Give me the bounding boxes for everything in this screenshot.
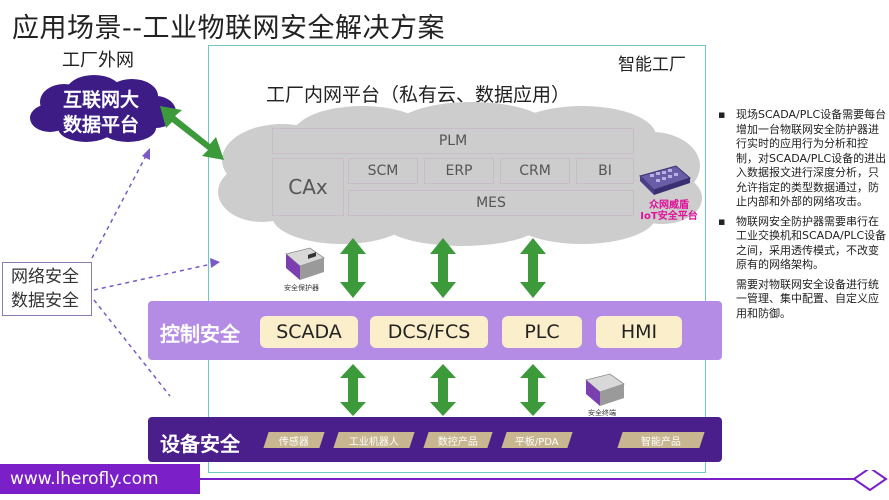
device-chip-tablet: 平板/PDA [501,432,573,448]
note-item: 需要对物联网安全设备进行统一管理、集中配置、自定义应用和防御。 [716,278,888,322]
plc-box: PLC [502,316,582,348]
internet-cloud-shape [30,75,176,142]
bi-box: BI [576,158,634,184]
security-terminal-device-icon [585,373,625,406]
up-down-arrow-icon [430,364,456,416]
up-down-arrow-icon [520,238,546,298]
device-chip-smart-product-label: 智能产品 [641,436,681,448]
control-security-label: 控制安全 [160,322,240,346]
scada-box: SCADA [260,316,358,348]
internet-cloud-label: 互联网大 数据平台 [48,88,154,138]
device-chip-sensor: 传感器 [263,432,325,448]
device-chip-cnc: 数控产品 [423,432,493,448]
bullet-icon: ▪ [718,214,726,228]
up-down-arrow-icon [520,364,546,416]
smart-factory-frame [208,45,706,473]
crm-box: CRM [500,158,570,184]
intranet-platform-label: 工厂内网平台（私有云、数据应用） [266,84,571,106]
bullet-icon: ▪ [718,108,726,121]
dcs-fcs-box: DCS/FCS [370,316,488,348]
diamond-icon [852,470,888,492]
note-text: 物联网安全防护器需要串行在工业交换机和SCADA/PLC设备之间，采用透传模式，… [736,214,887,272]
data-security-label: 数据安全 [11,291,79,311]
device-chip-sensor-label: 传感器 [279,436,309,448]
smart-factory-label: 智能工厂 [618,55,686,75]
iot-platform-device-icon [639,165,691,195]
diagonal-double-arrow-icon [160,106,224,160]
erp-box: ERP [424,158,494,184]
note-text: 现场SCADA/PLC设备需要每台增加一台物联网安全防护器进行实时的应用行为分析… [736,108,887,208]
mes-box: MES [348,190,634,216]
device-security-label: 设备安全 [160,432,240,456]
up-down-arrow-icon [340,238,366,298]
internet-cloud-line1: 互联网大 [62,89,139,111]
note-text: 需要对物联网安全设备进行统一管理、集中配置、自定义应用和防御。 [736,277,879,320]
note-item: ▪ 现场SCADA/PLC设备需要每台增加一台物联网安全防护器进行实时的应用行为… [716,108,888,210]
bottom-divider-line [200,470,888,492]
website-banner[interactable]: www.lherofly.com [0,464,200,494]
network-security-label: 网络安全 [11,267,79,287]
device-chip-robot: 工业机器人 [333,432,415,448]
plm-box: PLM [272,128,634,154]
security-terminal-caption: 安全终端 [588,409,616,417]
device-chip-cnc-label: 数控产品 [438,436,478,448]
device-chip-robot-label: 工业机器人 [349,436,399,448]
device-chip-tablet-label: 平板/PDA [515,436,559,448]
internet-cloud-line2: 数据平台 [62,114,139,136]
security-protector-caption: 安全保护器 [284,284,319,292]
iot-platform-label: 众网威盾 IoT安全平台 [632,200,706,222]
external-network-label: 工厂外网 [62,50,134,71]
iot-platform-line1: 众网威盾 [649,200,689,211]
device-chip-smart-product: 智能产品 [617,432,705,448]
network-data-security-box: 网络安全 数据安全 [2,262,92,316]
page-title: 应用场景--工业物联网安全解决方案 [12,13,445,44]
security-protector-device-icon [285,247,325,280]
up-down-arrow-icon [430,238,456,298]
hmi-box: HMI [596,316,682,348]
scm-box: SCM [348,158,418,184]
notes-panel: ▪ 现场SCADA/PLC设备需要每台增加一台物联网安全防护器进行实时的应用行为… [716,108,888,326]
note-item: ▪ 物联网安全防护器需要串行在工业交换机和SCADA/PLC设备之间，采用透传模… [716,215,888,273]
cax-box: CAx [272,158,344,216]
iot-platform-line2: IoT安全平台 [640,211,698,222]
up-down-arrow-icon [340,364,366,416]
